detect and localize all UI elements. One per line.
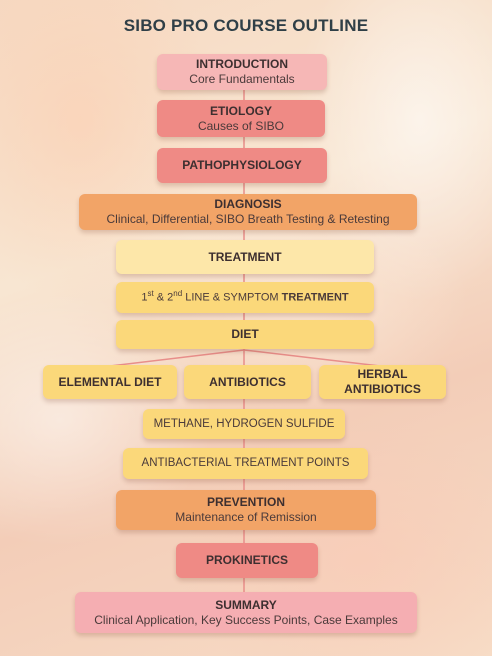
node-line-treatment: 1st & 2nd LINE & SYMPTOM TREATMENT xyxy=(116,282,374,313)
diagnosis-sub: Clinical, Differential, SIBO Breath Test… xyxy=(106,212,390,226)
node-prokinetics: PROKINETICS xyxy=(176,543,318,578)
node-elemental-diet: ELEMENTAL DIET xyxy=(43,365,177,399)
node-etiology: ETIOLOGY Causes of SIBO xyxy=(157,100,325,137)
treatment-heading: TREATMENT xyxy=(208,249,282,264)
prevention-heading: PREVENTION xyxy=(206,495,285,509)
node-herbal-antibiotics: HERBAL ANTIBIOTICS xyxy=(319,365,446,399)
summary-heading: SUMMARY xyxy=(215,597,277,612)
connector-to-elemental xyxy=(109,349,245,367)
node-methane: METHANE, HYDROGEN SULFIDE xyxy=(143,409,345,439)
herbal-antibiotics-line2: ANTIBIOTICS xyxy=(344,382,421,396)
introduction-sub: Core Fundamentals xyxy=(189,72,295,86)
pathophysiology-heading: PATHOPHYSIOLOGY xyxy=(182,158,302,172)
node-diagnosis: DIAGNOSIS Clinical, Differential, SIBO B… xyxy=(79,194,417,230)
introduction-heading: INTRODUCTION xyxy=(196,57,288,71)
node-antibiotics: ANTIBIOTICS xyxy=(184,365,311,399)
antibiotics-heading: ANTIBIOTICS xyxy=(209,374,286,389)
antibacterial-text: ANTIBACTERIAL TREATMENT POINTS xyxy=(141,457,350,470)
etiology-heading: ETIOLOGY xyxy=(209,103,272,118)
prokinetics-heading: PROKINETICS xyxy=(205,553,288,567)
connector-to-herbal xyxy=(243,349,381,367)
node-prevention: PREVENTION Maintenance of Remission xyxy=(116,490,376,530)
diagnosis-heading: DIAGNOSIS xyxy=(214,197,282,211)
node-treatment: TREATMENT xyxy=(116,240,374,274)
page-title: SIBO PRO COURSE OUTLINE xyxy=(123,16,369,35)
methane-text: METHANE, HYDROGEN SULFIDE xyxy=(153,417,335,430)
diet-heading: DIET xyxy=(231,327,259,341)
etiology-sub: Causes of SIBO xyxy=(197,118,285,133)
prevention-sub: Maintenance of Remission xyxy=(175,510,317,524)
elemental-diet-heading: ELEMENTAL DIET xyxy=(58,374,162,389)
node-pathophysiology: PATHOPHYSIOLOGY xyxy=(157,148,327,183)
node-diet: DIET xyxy=(116,320,374,349)
line-treatment-text: 1st & 2nd LINE & SYMPTOM TREATMENT xyxy=(141,289,349,304)
summary-sub: Clinical Application, Key Success Points… xyxy=(94,612,398,627)
herbal-antibiotics-line1: HERBAL xyxy=(357,367,408,381)
node-antibacterial: ANTIBACTERIAL TREATMENT POINTS xyxy=(123,448,368,479)
node-summary: SUMMARY Clinical Application, Key Succes… xyxy=(75,592,417,633)
node-introduction: INTRODUCTION Core Fundamentals xyxy=(157,54,327,90)
